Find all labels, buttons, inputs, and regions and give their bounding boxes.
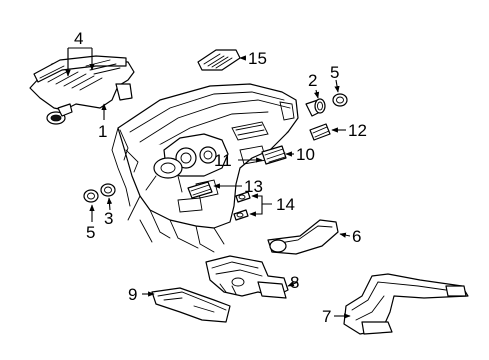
vent-13: [187, 181, 213, 199]
duct-6: [267, 219, 339, 255]
instrument-panel: [111, 83, 299, 253]
leader-lines: [65, 47, 351, 319]
callout-6: 6: [352, 227, 361, 246]
callout-4: 4: [74, 29, 83, 48]
floor-duct-7: [343, 273, 469, 335]
callout-14: 14: [276, 195, 295, 214]
callout-11: 11: [214, 151, 232, 170]
knob-lower: [83, 189, 99, 203]
callout-8: 8: [290, 273, 299, 292]
callout-labels: 4 1 15 2 5 12 10 11 13 14 5 3 6 8 9 7: [74, 29, 367, 326]
clips: [233, 191, 251, 221]
callout-9: 9: [128, 285, 137, 304]
callout-5-upper: 5: [330, 63, 339, 82]
duct-9: [151, 287, 231, 323]
callout-12: 12: [348, 121, 367, 140]
callout-3: 3: [104, 209, 113, 228]
knob-upper: [332, 93, 348, 107]
callout-7: 7: [322, 307, 331, 326]
callout-10: 10: [296, 145, 315, 164]
callout-5-lower: 5: [86, 223, 95, 242]
knob-3: [100, 183, 116, 197]
callout-2: 2: [308, 71, 317, 90]
callout-1: 1: [98, 122, 107, 141]
callout-15: 15: [248, 49, 267, 68]
callout-13: 13: [244, 177, 263, 196]
speaker-grille: [197, 49, 241, 71]
vent-12: [309, 123, 331, 141]
defroster-duct: [29, 55, 135, 125]
side-vent-barrel: [305, 98, 326, 117]
heater-housing: [205, 255, 289, 299]
vent-10: [261, 145, 287, 165]
